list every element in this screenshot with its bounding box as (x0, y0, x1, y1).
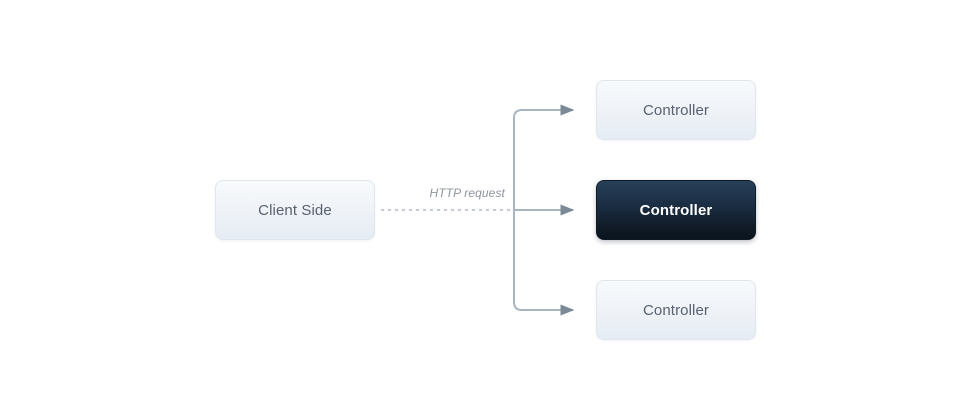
node-controller-1-label: Controller (642, 101, 710, 119)
node-controller-3-label: Controller (642, 301, 710, 319)
node-controller-3[interactable]: Controller (596, 280, 756, 340)
node-client-side-label: Client Side (258, 201, 332, 219)
node-controller-2-label: Controller (639, 201, 713, 219)
node-client-side[interactable]: Client Side (215, 180, 375, 240)
node-controller-2-active[interactable]: Controller (596, 180, 756, 240)
node-controller-1[interactable]: Controller (596, 80, 756, 140)
http-request-label: HTTP request (429, 186, 505, 200)
